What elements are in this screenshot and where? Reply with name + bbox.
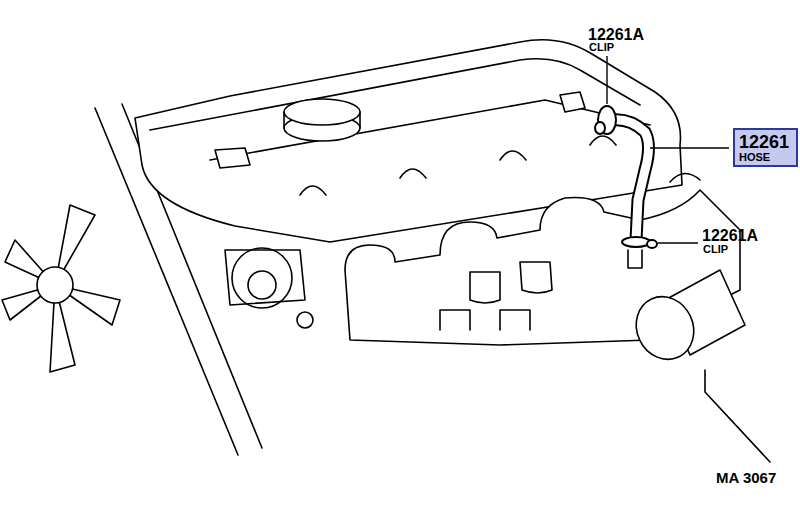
part-number: 12261 <box>739 133 792 151</box>
part-name: CLIP <box>589 42 614 53</box>
part-number: 12261A <box>702 228 758 244</box>
clip-drawing <box>595 106 657 248</box>
hose-drawing <box>612 120 649 240</box>
figure-number: MA 3067 <box>716 470 776 485</box>
part-number: 12261A <box>588 27 644 43</box>
leader-line <box>607 56 729 243</box>
part-name: CLIP <box>703 244 728 255</box>
cooling-fan <box>2 205 120 372</box>
highlight-box: 12261HOSE <box>733 128 798 167</box>
water-outlet <box>232 248 292 308</box>
part-name: HOSE <box>739 152 792 163</box>
